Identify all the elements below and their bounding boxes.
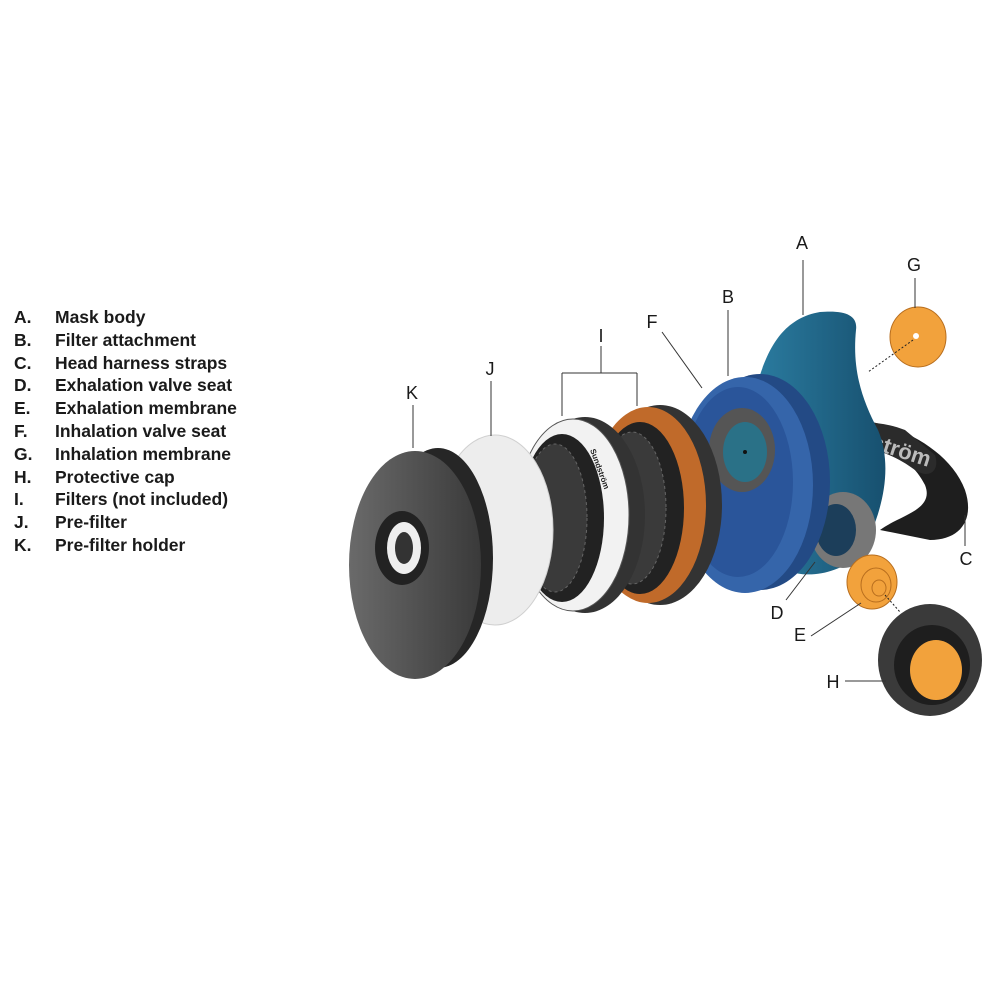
protective-cap bbox=[878, 604, 982, 716]
leader-lines bbox=[412, 260, 966, 682]
legend-item: E.Exhalation membrane bbox=[14, 398, 237, 419]
inhalation-membrane bbox=[889, 306, 947, 368]
pre-filter-holder bbox=[349, 448, 493, 679]
callout-i: I bbox=[598, 326, 603, 346]
callout-g: G bbox=[907, 255, 921, 275]
legend-item: H.Protective cap bbox=[14, 466, 175, 487]
legend-item: I.Filters (not included) bbox=[14, 489, 229, 510]
legend-item: G.Inhalation membrane bbox=[14, 443, 232, 464]
callout-j: J bbox=[486, 359, 495, 379]
callout-f: F bbox=[647, 312, 658, 332]
legend-item: J.Pre-filter bbox=[14, 512, 127, 533]
parts-legend: A.Mask body B.Filter attachment C.Head h… bbox=[14, 306, 237, 557]
legend-item: K.Pre-filter holder bbox=[14, 534, 186, 555]
legend-item: B.Filter attachment bbox=[14, 329, 196, 350]
exhalation-membrane bbox=[846, 554, 898, 610]
legend-item: F.Inhalation valve seat bbox=[14, 420, 227, 441]
callout-d: D bbox=[771, 603, 784, 623]
callout-c: C bbox=[960, 549, 973, 569]
callout-b: B bbox=[722, 287, 734, 307]
callout-a: A bbox=[796, 233, 808, 253]
callout-k: K bbox=[406, 383, 418, 403]
legend-item: A.Mask body bbox=[14, 307, 146, 327]
callout-h: H bbox=[827, 672, 840, 692]
legend-item: D.Exhalation valve seat bbox=[14, 375, 233, 396]
callout-e: E bbox=[794, 625, 806, 645]
legend-item: C.Head harness straps bbox=[14, 352, 228, 373]
